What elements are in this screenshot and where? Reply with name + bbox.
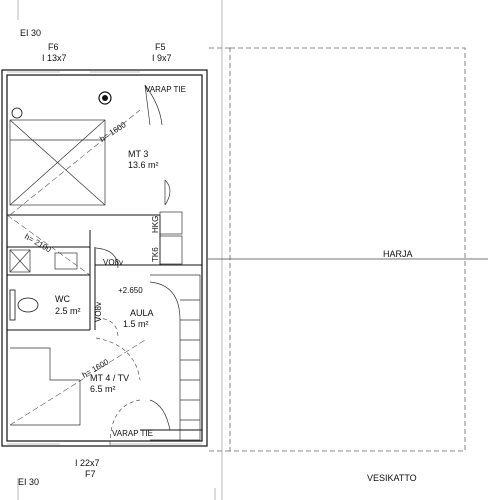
label-f7-dim: I 22x7 [75, 458, 100, 468]
label-f6-dim: I 13x7 [42, 53, 67, 63]
interior-walls [7, 214, 202, 431]
label-level: +2.650 [118, 286, 143, 295]
label-hkg: HKG [151, 216, 160, 233]
label-vo8v-a: VO8v [103, 258, 123, 267]
label-aula-area: 1.5 m² [123, 319, 149, 329]
label-mt3-area: 13.6 m² [128, 160, 159, 170]
labels: EI 30 F6 I 13x7 F5 I 9x7 VARAP TIE h= 16… [18, 28, 417, 487]
label-ei-bottom: EI 30 [18, 477, 39, 487]
label-slope-top: h= 1600 [98, 120, 128, 144]
label-mt4-area: 6.5 m² [90, 384, 116, 394]
label-wc: WC [55, 294, 70, 304]
fan-icon [98, 91, 112, 105]
door-swing-bottom [109, 399, 141, 446]
label-aula: AULA [130, 308, 154, 318]
label-f5: F5 [155, 42, 166, 52]
bed-mt4 [10, 347, 81, 426]
label-mt3: MT 3 [128, 149, 148, 159]
bed-mt3 [9, 119, 106, 206]
slope-line-mt3 [9, 109, 141, 216]
label-tk6: TK6 [151, 247, 160, 262]
door-swing-aula [95, 317, 141, 381]
exterior-walls [1, 69, 208, 447]
door-swing-vo8v-upper [95, 247, 119, 269]
wc-fixtures [9, 289, 39, 321]
fixture-icon [11, 107, 23, 119]
door-swing-top [144, 84, 171, 206]
label-vo8v-b: VO8v [94, 302, 103, 322]
label-vesikatto: VESIKATTO [367, 473, 417, 483]
label-harja: HARJA [383, 249, 413, 259]
label-varap-bottom: VARAP TIE [112, 429, 153, 438]
label-f7: F7 [85, 469, 96, 479]
label-f5-dim: I 9x7 [152, 53, 172, 63]
label-slope-mid: h= 2100 [23, 232, 53, 255]
staircase [149, 274, 201, 441]
guide-lines [17, 0, 223, 500]
label-ei-top: EI 30 [20, 28, 41, 38]
wall-hatch [7, 71, 202, 445]
label-f6: F6 [48, 42, 59, 52]
label-varap-top: VARAP TIE [145, 85, 186, 94]
slope-line-mid [6, 214, 91, 276]
cabinets [159, 211, 183, 265]
label-mt4: MT 4 / TV [90, 373, 129, 383]
shaft-box [9, 249, 78, 273]
roof-outline [208, 47, 466, 452]
label-wc-area: 2.5 m² [55, 306, 81, 316]
